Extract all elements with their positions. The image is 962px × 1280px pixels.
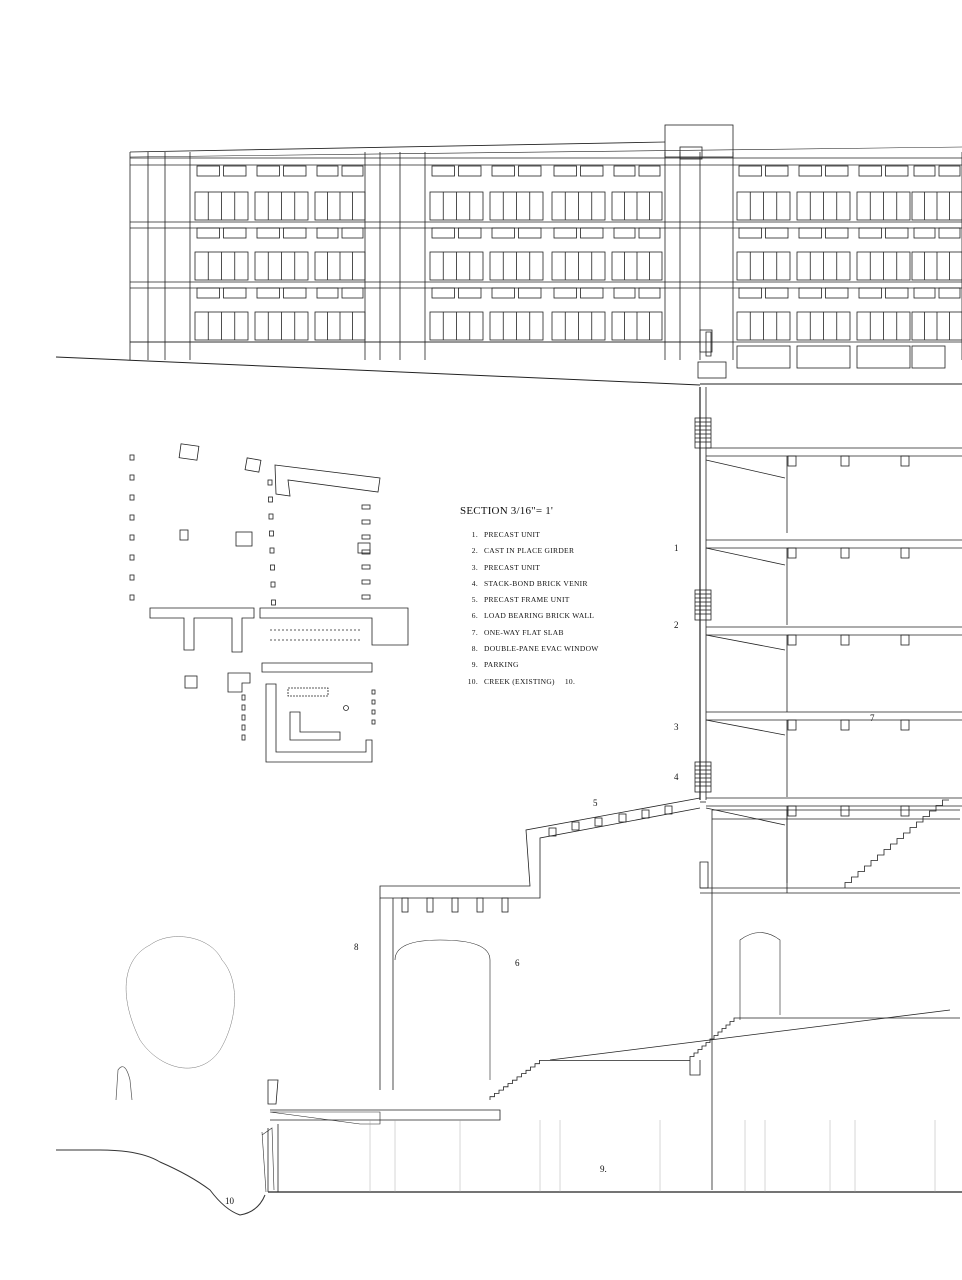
section-legend: SECTION 3/16"= 1' 1. PRECAST UNIT 2. CAST I… xyxy=(460,505,720,690)
legend-item: 3. PRECAST UNIT xyxy=(460,560,720,576)
legend-item: 4. STACK-BOND BRICK VENIR xyxy=(460,576,720,592)
callout-1: 1 xyxy=(674,543,679,553)
callout-8: 8 xyxy=(354,942,359,952)
legend-item: 7. ONE-WAY FLAT SLAB xyxy=(460,625,720,641)
callout-9: 9. xyxy=(600,1164,607,1174)
legend-item-number: 9. xyxy=(471,660,478,670)
legend-item: 9. PARKING xyxy=(460,657,720,673)
legend-item-label: PRECAST UNIT xyxy=(484,562,541,572)
legend-item-label: CAST IN PLACE GIRDER xyxy=(484,546,575,556)
callout-5: 5 xyxy=(593,798,598,808)
legend-item-label: PARKING xyxy=(484,660,519,670)
legend-item-label: DOUBLE-PANE EVAC WINDOW xyxy=(484,644,599,654)
legend-item-number: 7. xyxy=(471,627,478,637)
callout-2: 2 xyxy=(674,620,679,630)
legend-item: 5. PRECAST FRAME UNIT xyxy=(460,592,720,608)
legend-item-number: 2. xyxy=(471,546,478,556)
legend-item-label: STACK-BOND BRICK VENIR xyxy=(484,578,588,588)
legend-item-label: ONE-WAY FLAT SLAB xyxy=(484,627,564,637)
building-elevation xyxy=(55,124,962,386)
callout-4: 4 xyxy=(674,772,679,782)
legend-list: 1. PRECAST UNIT 2. CAST IN PLACE GIRDER 3. PR… xyxy=(460,527,720,690)
legend-item-label: LOAD BEARING BRICK WALL xyxy=(484,611,595,621)
callout-6: 6 xyxy=(515,958,520,968)
legend-item-number: 10. xyxy=(467,676,478,686)
building-section xyxy=(267,387,962,1193)
callout-10: 10 xyxy=(225,1196,234,1206)
section-marks xyxy=(705,331,712,357)
legend-item-label: PRECAST FRAME UNIT xyxy=(484,595,570,605)
legend-item-label: CREEK (EXISTING) xyxy=(484,676,555,686)
legend-item-number: 6. xyxy=(471,611,478,621)
legend-item-number: 1. xyxy=(471,530,478,539)
creek-and-tree xyxy=(56,936,275,1216)
callout-7: 7 xyxy=(870,713,875,723)
legend-item: 10. CREEK (EXISTING) 10. xyxy=(460,674,720,690)
legend-item: 8. DOUBLE-PANE EVAC WINDOW xyxy=(460,641,720,657)
legend-item-number: 3. xyxy=(471,562,478,572)
legend-item: 2. CAST IN PLACE GIRDER xyxy=(460,543,720,559)
legend-item: 1. PRECAST UNIT xyxy=(460,527,720,543)
legend-item-suffix: 10. xyxy=(564,676,576,686)
site-plan xyxy=(129,443,409,763)
legend-item: 6. LOAD BEARING BRICK WALL xyxy=(460,608,720,624)
legend-item-number: 5. xyxy=(471,595,478,605)
section-title: SECTION 3/16"= 1' xyxy=(460,505,554,517)
legend-item-number: 4. xyxy=(471,578,478,588)
callout-3: 3 xyxy=(674,722,679,732)
legend-item-number: 8. xyxy=(471,644,478,654)
legend-item-label: PRECAST UNIT xyxy=(484,530,541,539)
